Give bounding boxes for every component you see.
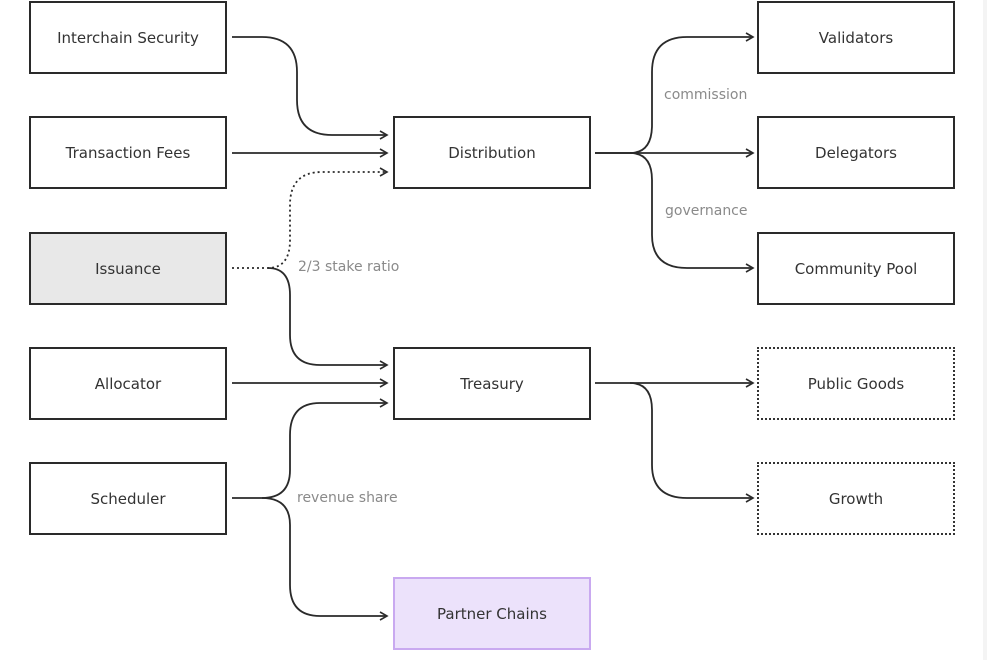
node-allocator[interactable]: Allocator [29, 347, 227, 420]
edge-distribution-to-validators [595, 32, 755, 154]
node-growth[interactable]: Growth [757, 462, 955, 535]
node-delegators[interactable]: Delegators [757, 116, 955, 189]
edge-label-stake-ratio: 2/3 stake ratio [298, 259, 400, 275]
edge-issuance-to-treasury [267, 267, 389, 370]
edge-label-commission: commission [664, 87, 748, 103]
edge-distribution-to-community-pool [629, 152, 755, 273]
node-transaction-fees[interactable]: Transaction Fees [29, 116, 227, 189]
edge-label-revenue-share: revenue share [297, 490, 398, 506]
node-scheduler[interactable]: Scheduler [29, 462, 227, 535]
edge-treasury-to-growth [629, 382, 755, 503]
edge-interchain-to-distribution [232, 36, 389, 140]
node-issuance[interactable]: Issuance [29, 232, 227, 305]
node-interchain-security[interactable]: Interchain Security [29, 1, 227, 74]
node-label: Allocator [94, 374, 162, 393]
node-label: Public Goods [807, 374, 905, 393]
node-label: Community Pool [794, 259, 918, 278]
node-validators[interactable]: Validators [757, 1, 955, 74]
node-label: Treasury [460, 374, 524, 393]
edge-scheduler-to-partner [261, 497, 389, 621]
edge-label-governance: governance [665, 203, 748, 219]
edge-scheduler-to-treasury [232, 398, 389, 499]
node-public-goods[interactable]: Public Goods [757, 347, 955, 420]
node-label: Growth [828, 489, 884, 508]
node-label: Interchain Security [57, 28, 199, 47]
edge-issuance-to-distribution [232, 167, 389, 269]
node-label: Partner Chains [437, 604, 547, 623]
node-community-pool[interactable]: Community Pool [757, 232, 955, 305]
node-label: Issuance [95, 259, 161, 278]
node-label: Transaction Fees [65, 143, 191, 162]
node-label: Distribution [448, 143, 536, 162]
node-label: Delegators [815, 143, 897, 162]
node-distribution[interactable]: Distribution [393, 116, 591, 189]
node-label: Validators [818, 28, 894, 47]
scrollbar-track [983, 0, 987, 660]
node-partner-chains[interactable]: Partner Chains [393, 577, 591, 650]
node-label: Scheduler [90, 489, 166, 508]
node-treasury[interactable]: Treasury [393, 347, 591, 420]
